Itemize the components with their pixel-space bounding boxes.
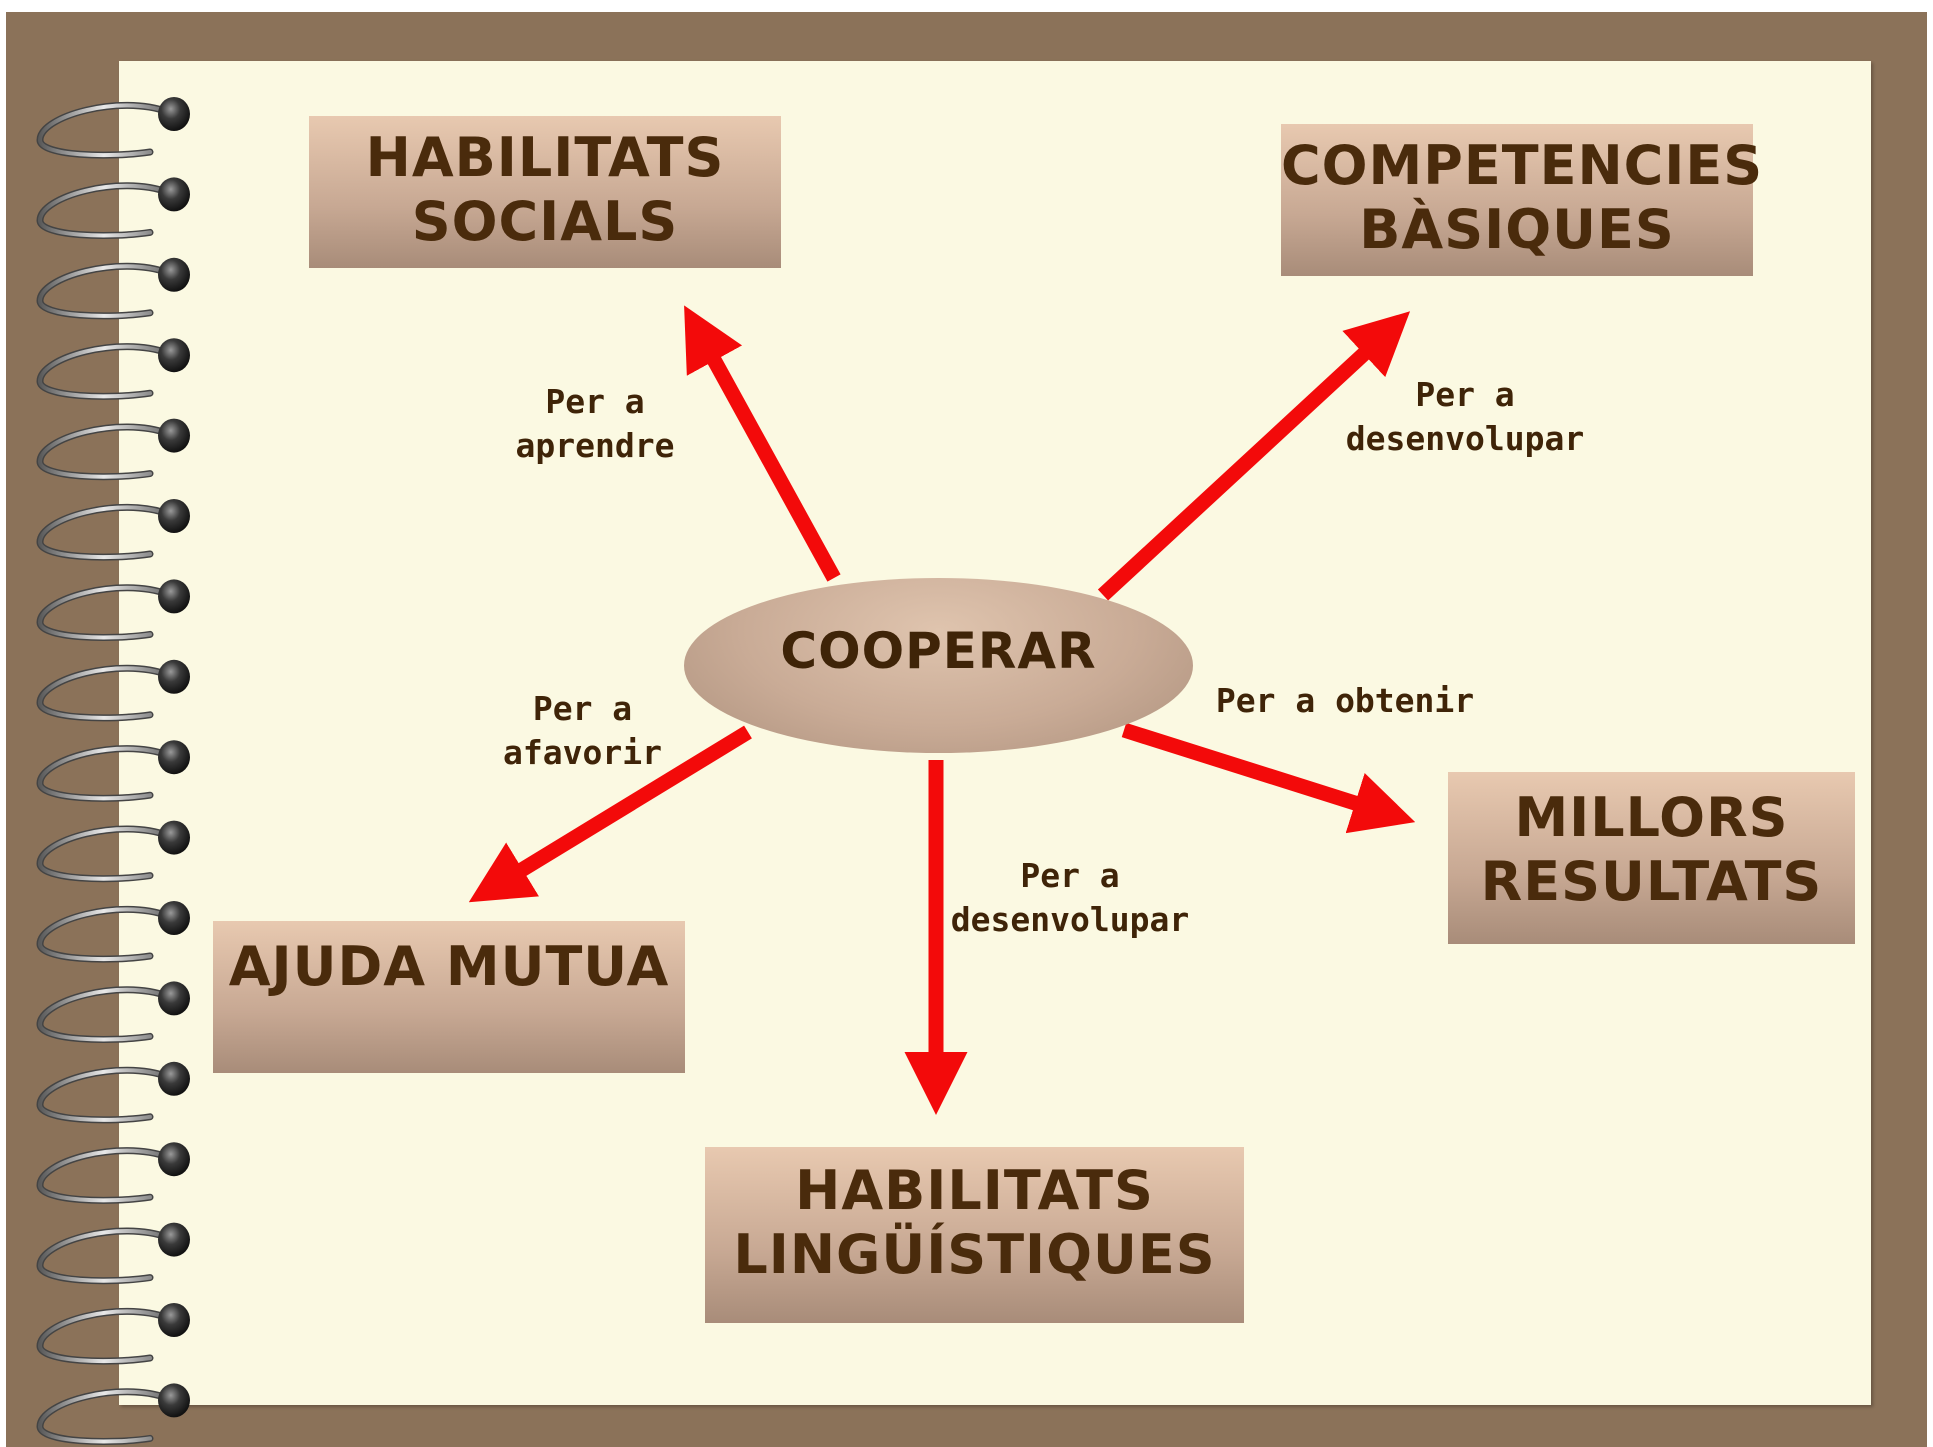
node-basic-competences-line2: BÀSIQUES [1359,198,1675,261]
spiral-ring [36,1142,190,1204]
edge-label-foster-line1: Per a [532,689,633,728]
node-mutual-help: AJUDA MUTUA [213,921,685,1073]
spiral-ring [36,1383,190,1446]
node-basic-competences: COMPETENCIES BÀSIQUES [1281,124,1764,276]
spiral-ring [36,901,190,963]
edge-label-learn-line1: Per a [545,382,645,421]
spiral-ring [36,177,190,240]
node-better-results-line1: MILLORS [1514,786,1789,849]
node-language-skills-line2: LINGÜÍSTIQUES [733,1223,1216,1286]
spiral-ring [36,820,190,883]
node-social-skills-line1: HABILITATS [365,126,725,189]
edge-label-learn: Per a aprendre [500,380,690,468]
center-node: COOPERAR [684,578,1193,753]
edge-label-learn-line2: aprendre [515,426,675,465]
edge-label-foster-line2: afavorir [503,733,662,772]
spiral-ring [36,740,190,802]
spiral-ring [36,97,190,159]
spiral-ring [36,1061,190,1124]
center-node-label: COOPERAR [780,621,1097,680]
edge-label-develop-language-line1: Per a [1020,856,1120,895]
node-language-skills-line1: HABILITATS [795,1159,1154,1222]
edge-label-develop-language: Per a desenvolupar [945,854,1195,942]
spiral-ring [36,981,190,1044]
spiral-ring [36,1222,190,1285]
spiral-ring [36,1303,190,1365]
edge-label-obtain-line1: Per a obtenir [1215,681,1475,720]
node-social-skills-line2: SOCIALS [411,190,679,253]
edge-label-obtain: Per a obtenir [1215,679,1475,723]
node-better-results: MILLORS RESULTATS [1448,772,1855,944]
arrow-to-better-results [1121,722,1416,834]
spiral-ring [36,257,190,320]
node-language-skills: HABILITATS LINGÜÍSTIQUES [705,1147,1244,1323]
spiral-ring [36,418,190,481]
edge-label-develop-competences-line2: desenvolupar [1345,419,1585,458]
node-better-results-line2: RESULTATS [1480,850,1823,913]
arrow-to-basic-competences [1097,311,1411,601]
edge-label-develop-competences: Per a desenvolupar [1340,373,1590,461]
spiral-ring [36,579,190,642]
node-social-skills: HABILITATS SOCIALS [309,116,781,268]
arrow-to-mutual-help [468,725,752,903]
spiral-binding [36,97,190,1446]
edge-label-develop-competences-line1: Per a [1415,375,1515,414]
spiral-ring [36,338,190,400]
node-basic-competences-line1: COMPETENCIES [1281,134,1764,197]
spiral-ring [36,659,190,722]
edge-label-develop-language-line2: desenvolupar [950,900,1190,939]
arrow-to-social-skills [684,305,841,582]
edge-label-foster: Per a afavorir [490,687,675,775]
node-mutual-help-line1: AJUDA MUTUA [228,935,670,998]
spiral-ring [36,499,190,561]
